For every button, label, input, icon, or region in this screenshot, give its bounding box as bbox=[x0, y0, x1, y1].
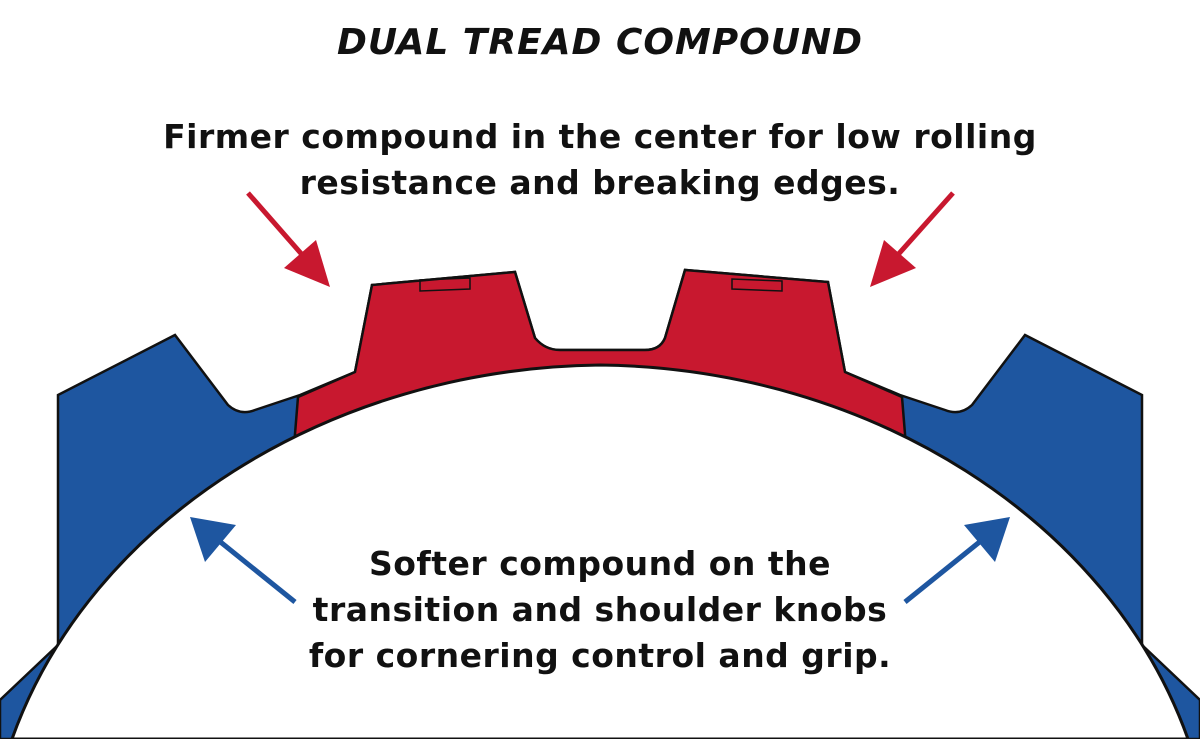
tread-groove-right bbox=[731, 278, 783, 292]
blue-arrow-left bbox=[190, 517, 297, 604]
red-arrow-right bbox=[870, 191, 955, 287]
inner-casing bbox=[10, 363, 1190, 739]
caption-line: Firmer compound in the center for low ro… bbox=[163, 117, 1037, 156]
tread-groove-left bbox=[419, 277, 471, 292]
softer-compound-caption: Softer compound on the transition and sh… bbox=[300, 541, 900, 679]
caption-line: transition and shoulder knobs bbox=[312, 590, 888, 629]
blue-arrow-right bbox=[903, 517, 1010, 604]
firmer-compound-caption: Firmer compound in the center for low ro… bbox=[100, 114, 1100, 206]
caption-line: for cornering control and grip. bbox=[308, 636, 892, 675]
caption-line: resistance and breaking edges. bbox=[299, 163, 901, 202]
red-arrow-left bbox=[246, 191, 330, 287]
diagram-title: DUAL TREAD COMPOUND bbox=[336, 22, 864, 63]
caption-line: Softer compound on the bbox=[368, 544, 832, 583]
